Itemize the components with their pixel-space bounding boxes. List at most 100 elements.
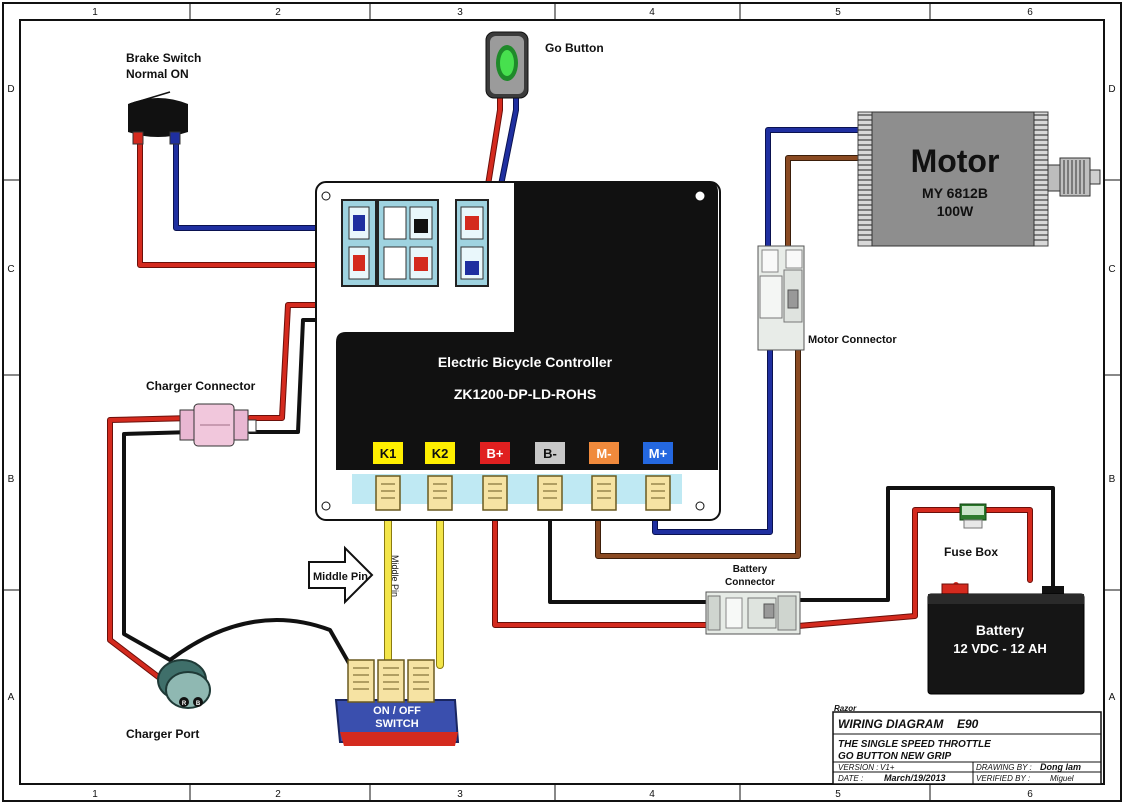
middle-pin-wire-label: Middle Pin xyxy=(390,555,400,597)
switch-label-1: ON / OFF xyxy=(373,705,421,717)
battery-connector-label-1: Battery xyxy=(733,564,768,575)
grid-col-label: 6 xyxy=(1027,789,1033,800)
brake-switch xyxy=(128,91,188,145)
grid-col-label: 6 xyxy=(1027,7,1033,18)
title-desc-2: GO BUTTON NEW GRIP xyxy=(838,751,951,762)
title-drawing-by-label: DRAWING BY : xyxy=(976,763,1032,772)
battery-label-2: 12 VDC - 12 AH xyxy=(953,641,1046,656)
title-block xyxy=(832,711,1102,785)
terminal-badge xyxy=(535,442,565,464)
grid-row-label: D xyxy=(1108,84,1115,95)
grid-col-label: 1 xyxy=(92,789,98,800)
terminal-label: M- xyxy=(596,446,611,461)
terminal-label: B- xyxy=(543,446,557,461)
battery-connector-label-2: Connector xyxy=(725,577,775,588)
charger-to-switch-black xyxy=(168,618,352,667)
charger-red-bottom xyxy=(108,416,195,684)
brake-switch-label-2: Normal ON xyxy=(126,67,189,81)
grid-col-label: 2 xyxy=(275,789,281,800)
title-date: March/19/2013 xyxy=(884,773,946,783)
grid-col-label: 3 xyxy=(457,7,463,18)
grid-col-label: 1 xyxy=(92,7,98,18)
charger-connector xyxy=(179,403,257,447)
charger-black-bottom xyxy=(122,430,195,662)
motor-blue-outline xyxy=(765,127,863,253)
go-button xyxy=(485,31,529,99)
motor-model: MY 6812B xyxy=(922,185,988,201)
brake-red-wire xyxy=(138,136,357,267)
battery-connector xyxy=(705,591,801,635)
title-version: V1+ xyxy=(880,763,895,772)
switch-pin xyxy=(377,659,405,703)
terminal-label: K2 xyxy=(432,446,449,461)
title-version-label: VERSION : xyxy=(838,763,878,772)
terminal-badge xyxy=(589,442,619,464)
fuse-box xyxy=(959,503,987,529)
controller-pin xyxy=(427,475,453,511)
controller-pin xyxy=(645,475,671,511)
grid-col-label: 4 xyxy=(649,789,655,800)
mminus-brown-wire xyxy=(596,348,800,558)
inner-frame xyxy=(19,19,1105,785)
terminal-badge xyxy=(425,442,455,464)
brake-blue-wire xyxy=(174,136,357,230)
motor-label: Motor xyxy=(911,143,1000,179)
middle-pin-label: Middle Pin xyxy=(313,571,368,583)
switch-pin xyxy=(347,659,375,703)
batt-black-wire xyxy=(796,486,1055,602)
grid-row-label: D xyxy=(7,84,14,95)
controller-pin xyxy=(591,475,617,511)
middle-pin-arrow xyxy=(308,545,374,605)
bplus-red-wire xyxy=(493,503,717,627)
bminus-black-wire xyxy=(548,503,717,604)
battery-label-1: Battery xyxy=(976,622,1024,638)
title-date-label: DATE : xyxy=(838,774,863,783)
batt-red-wire-a xyxy=(796,508,962,628)
grid-row-label: C xyxy=(1108,264,1115,275)
charger-port-b: B xyxy=(196,701,201,707)
motor xyxy=(857,111,1101,247)
title-brand: Razor xyxy=(834,704,857,713)
motor-power: 100W xyxy=(937,203,974,219)
grid-col-label: 2 xyxy=(275,7,281,18)
controller-pin xyxy=(375,475,401,511)
charger-port-label: Charger Port xyxy=(126,727,199,741)
charger-connector-label: Charger Connector xyxy=(146,379,256,393)
title-desc-1: THE SINGLE SPEED THROTTLE xyxy=(838,739,991,750)
batt-red-wire-b xyxy=(983,508,1032,582)
charger-port xyxy=(157,659,211,709)
title-drawing-by: Dong lam xyxy=(1040,762,1081,772)
motor-brown-wire xyxy=(786,156,862,252)
grid-col-label: 3 xyxy=(457,789,463,800)
grid-col-label: 5 xyxy=(835,7,841,18)
battery xyxy=(927,583,1085,695)
title-model: E90 xyxy=(957,717,979,731)
motor-blue-wire xyxy=(766,128,862,252)
switch-label-2: SWITCH xyxy=(375,718,418,730)
grid-row-label: B xyxy=(1109,474,1116,485)
terminal-label: B+ xyxy=(487,446,504,461)
title-diagram: WIRING DIAGRAM xyxy=(838,717,944,731)
controller-model: ZK1200-DP-LD-ROHS xyxy=(454,386,596,402)
terminal-label: K1 xyxy=(380,446,397,461)
controller-title: Electric Bicycle Controller xyxy=(438,354,613,370)
fuse-box-label: Fuse Box xyxy=(944,545,998,559)
go-button-label: Go Button xyxy=(545,41,604,55)
motor-brown-outline xyxy=(785,155,863,253)
motor-connector xyxy=(757,245,805,351)
title-verified-by-label: VERIFIED BY : xyxy=(976,774,1030,783)
motor-connector-label: Motor Connector xyxy=(808,334,897,346)
bplus-red-outline xyxy=(492,502,718,628)
title-verified-by: Miguel xyxy=(1050,774,1074,783)
grid-row-label: A xyxy=(8,692,15,703)
controller-pin xyxy=(537,475,563,511)
terminal-badge xyxy=(480,442,510,464)
terminal-badge xyxy=(643,442,673,464)
charger-port-r: R xyxy=(182,701,187,707)
